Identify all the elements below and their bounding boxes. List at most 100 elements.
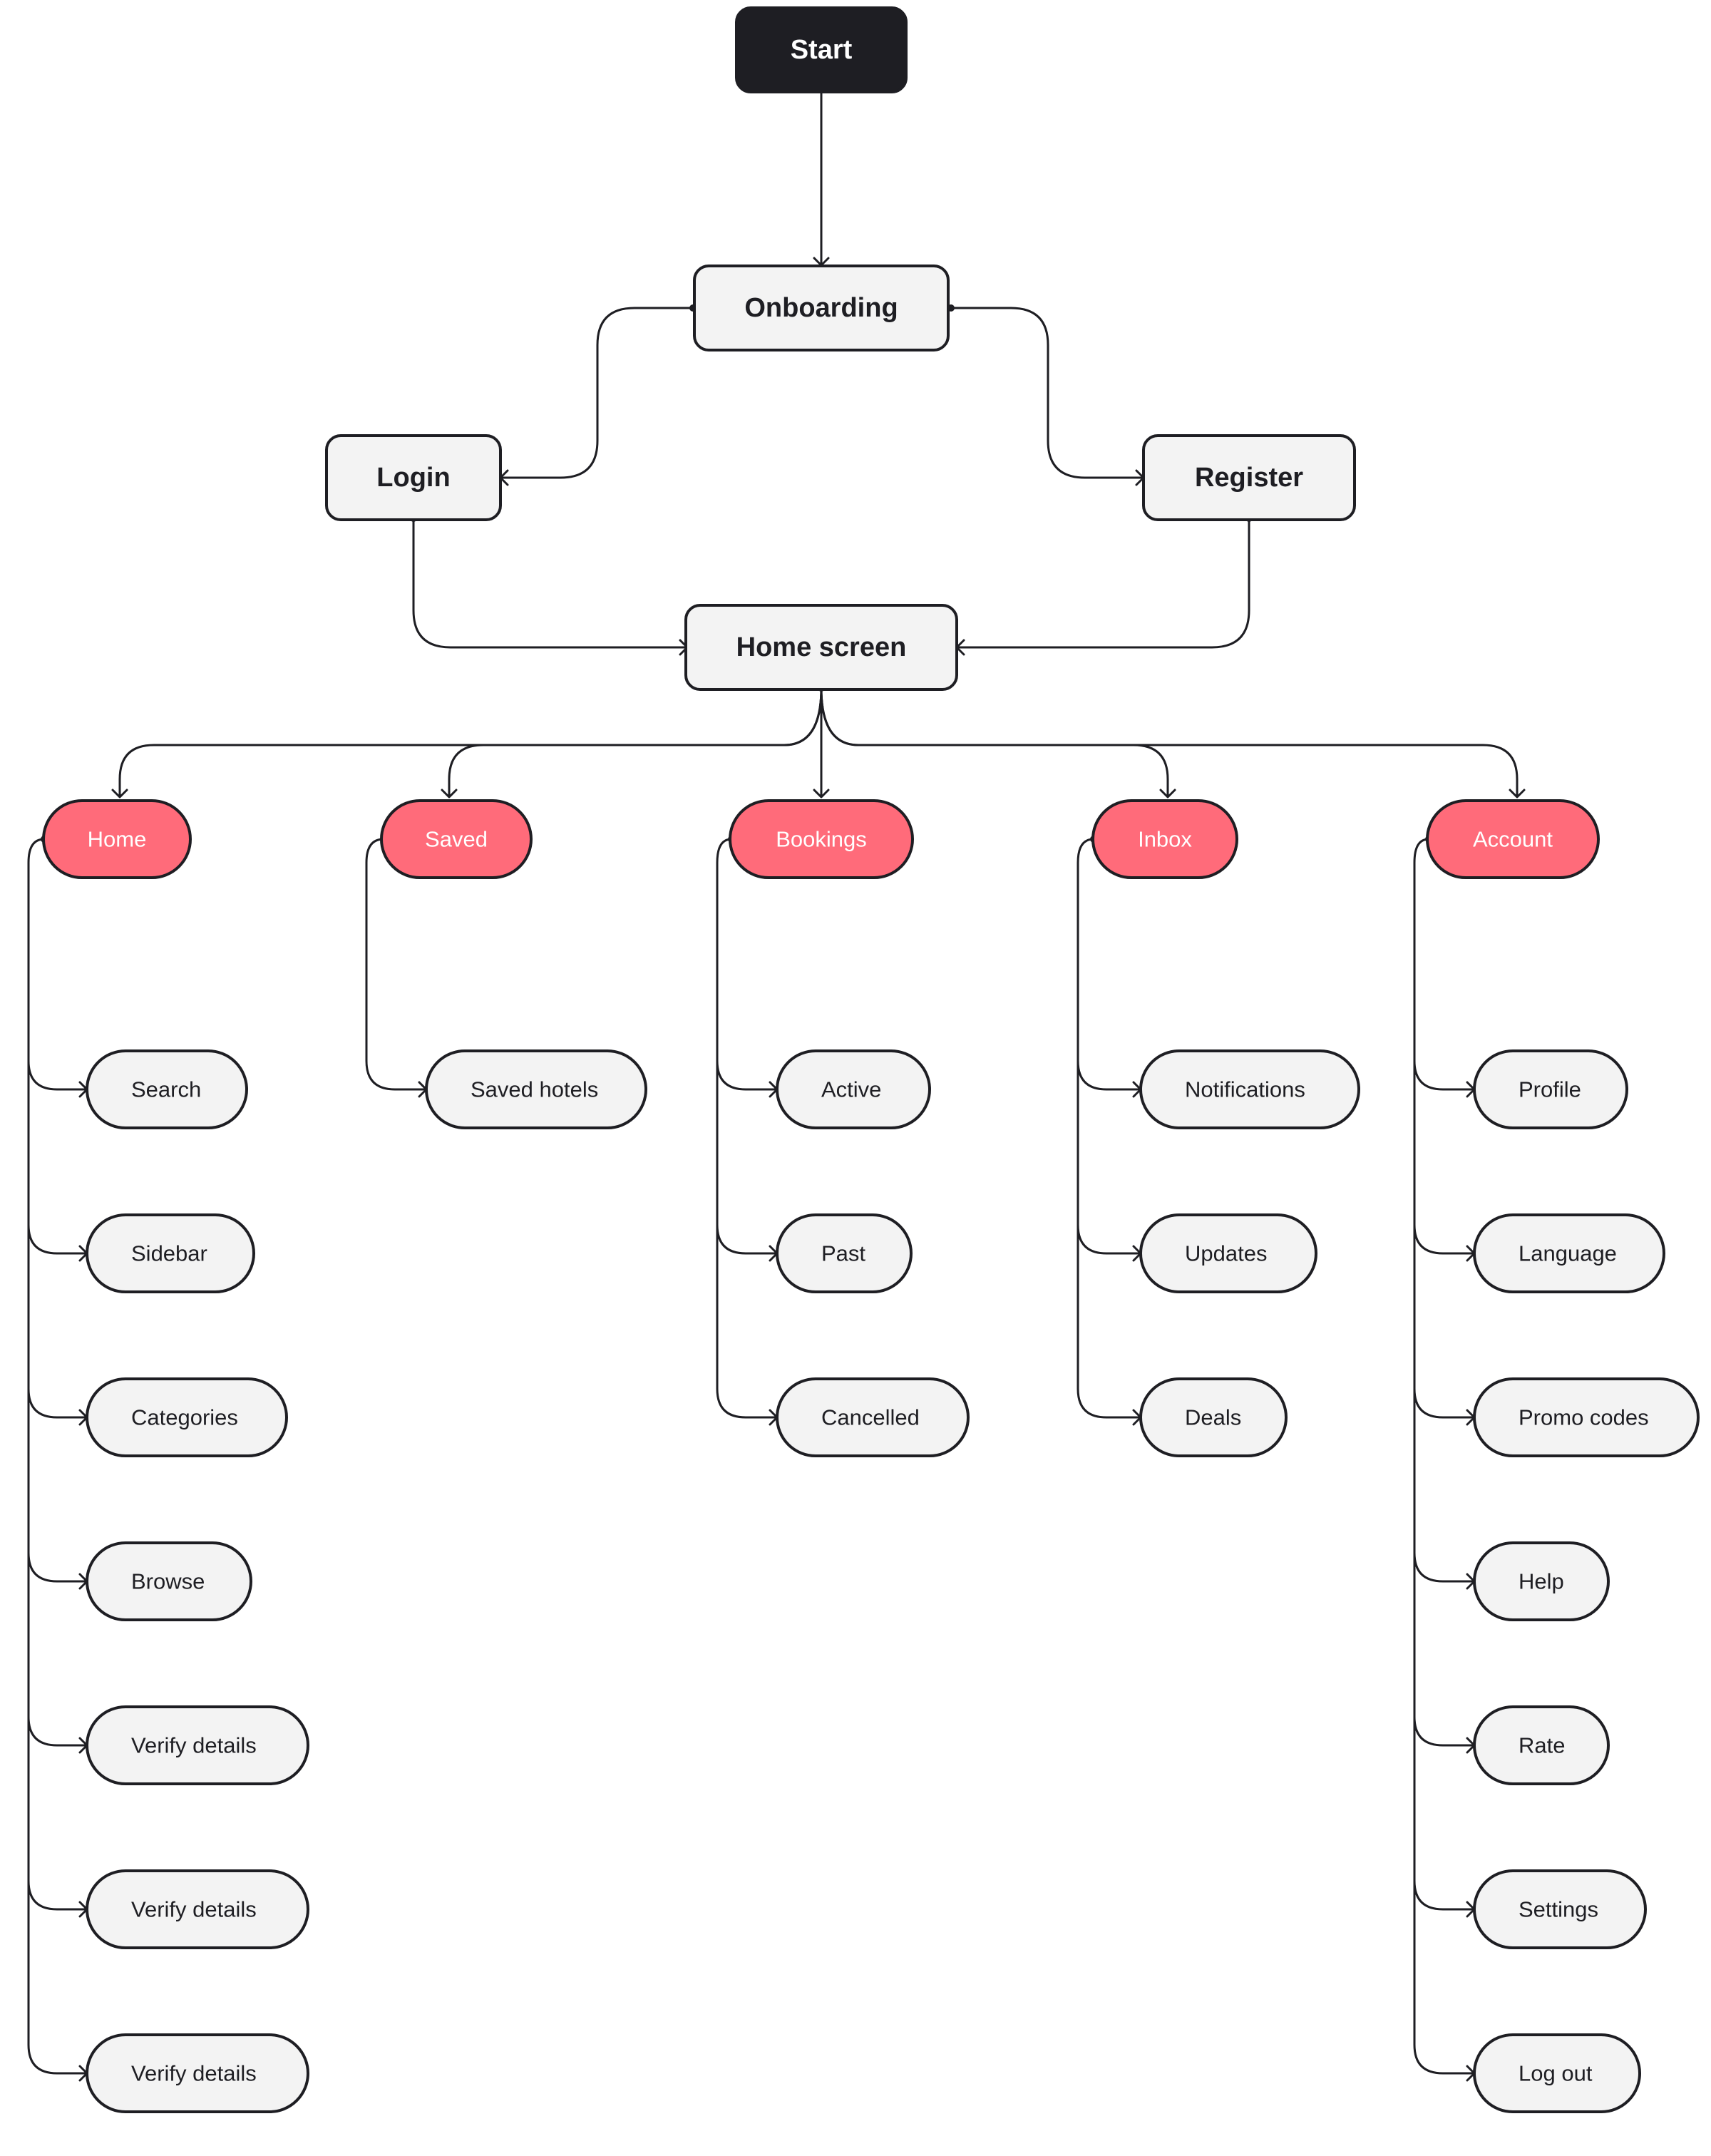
tab-account-item-4[interactable]: Help (1473, 1541, 1610, 1621)
tab-account-item-5[interactable]: Rate (1473, 1705, 1610, 1785)
tab-home-item-2-label: Sidebar (131, 1241, 207, 1266)
edge-tab-0-leaf-6 (27, 2044, 87, 2075)
edge-tab-0-leaf-0 (27, 1060, 87, 1091)
tab-inbox-item-3[interactable]: Deals (1139, 1377, 1288, 1457)
edge-tab-0-leaf-1 (27, 1224, 87, 1255)
arrowhead (111, 789, 128, 799)
onboarding-node[interactable]: Onboarding (693, 265, 950, 351)
edge-tab-2-leaf-2 (716, 1388, 777, 1419)
tab-bookings-item-1-label: Active (821, 1077, 881, 1102)
edge-tab-2-spine (716, 838, 732, 1389)
edge-tab-4-leaf-3 (1413, 1552, 1474, 1583)
tab-home-item-3-label: Categories (131, 1405, 238, 1430)
edge-tab-1-spine (365, 838, 384, 1061)
tab-home-item-1-label: Search (131, 1077, 201, 1102)
tab-account-item-7-shape (1473, 2033, 1641, 2113)
tab-home-item-6[interactable]: Verify details (86, 1869, 309, 1949)
tab-saved[interactable]: Saved (380, 799, 533, 879)
tab-home-item-2[interactable]: Sidebar (86, 1213, 255, 1293)
tab-account-item-5-label: Rate (1519, 1733, 1565, 1758)
tab-bookings[interactable]: Bookings (729, 799, 914, 879)
edge-tab-4-leaf-2 (1413, 1388, 1474, 1419)
tab-account-item-4-shape (1473, 1541, 1610, 1621)
tab-account-item-1-shape (1473, 1049, 1628, 1129)
edge-tab-0-spine (27, 838, 45, 2045)
onboarding-node-shape (693, 265, 950, 351)
tab-account-shape (1426, 799, 1600, 879)
tab-home-item-5[interactable]: Verify details (86, 1705, 309, 1785)
edge-tab-0-leaf-2 (27, 1388, 87, 1419)
tab-home-shape (42, 799, 192, 879)
tab-bookings-shape (729, 799, 914, 879)
tab-bookings-label: Bookings (776, 827, 867, 852)
tab-account-item-1[interactable]: Profile (1473, 1049, 1628, 1129)
tab-inbox-item-1[interactable]: Notifications (1139, 1049, 1360, 1129)
tab-account[interactable]: Account (1426, 799, 1600, 879)
edge-onboarding-register (951, 307, 1144, 479)
tab-inbox-item-3-label: Deals (1185, 1405, 1241, 1430)
tab-inbox-item-3-shape (1139, 1377, 1288, 1457)
register-node-shape (1142, 434, 1356, 521)
tab-bookings-item-2-shape (776, 1213, 913, 1293)
tab-inbox[interactable]: Inbox (1091, 799, 1238, 879)
register-node[interactable]: Register (1142, 434, 1356, 521)
tab-inbox-item-2[interactable]: Updates (1139, 1213, 1317, 1293)
tab-inbox-item-2-shape (1139, 1213, 1317, 1293)
tab-account-item-5-shape (1473, 1705, 1610, 1785)
tab-account-item-2[interactable]: Language (1473, 1213, 1665, 1293)
tab-account-item-7[interactable]: Log out (1473, 2033, 1641, 2113)
tab-saved-item-1-label: Saved hotels (471, 1077, 598, 1102)
edge-tab-0-leaf-5 (27, 1880, 87, 1911)
tab-bookings-item-3[interactable]: Cancelled (776, 1377, 970, 1457)
tab-home-item-1[interactable]: Search (86, 1049, 248, 1129)
tab-home-item-4-label: Browse (131, 1569, 205, 1594)
tab-home-item-7[interactable]: Verify details (86, 2033, 309, 2113)
tab-bookings-item-3-shape (776, 1377, 970, 1457)
home-screen-node-label: Home screen (736, 632, 907, 662)
arrowhead (1159, 789, 1176, 799)
tab-account-label: Account (1473, 827, 1553, 852)
tab-home[interactable]: Home (42, 799, 192, 879)
tab-account-item-3[interactable]: Promo codes (1473, 1377, 1700, 1457)
connectors (27, 93, 1526, 2082)
edge-tab-3-leaf-0 (1077, 1060, 1141, 1091)
start-node[interactable]: Start (735, 6, 908, 93)
edge-home-tab-4 (820, 687, 1519, 797)
tab-home-item-3[interactable]: Categories (86, 1377, 288, 1457)
arrowhead (813, 789, 830, 799)
login-node[interactable]: Login (325, 434, 502, 521)
edge-tab-2-leaf-0 (716, 1060, 777, 1091)
arrowhead (441, 789, 458, 799)
tab-account-item-4-label: Help (1519, 1569, 1564, 1594)
tab-home-item-3-shape (86, 1377, 288, 1457)
edge-tab-2-leaf-1 (716, 1224, 777, 1255)
edge-tab-0-leaf-3 (27, 1552, 87, 1583)
start-node-label: Start (791, 35, 853, 65)
edge-home-tab-0 (118, 687, 823, 797)
tab-account-item-2-label: Language (1519, 1241, 1617, 1266)
tab-home-item-2-shape (86, 1213, 255, 1293)
tab-bookings-item-2[interactable]: Past (776, 1213, 913, 1293)
tab-bookings-item-1[interactable]: Active (776, 1049, 931, 1129)
tab-home-item-4[interactable]: Browse (86, 1541, 252, 1621)
login-node-shape (325, 434, 502, 521)
edge-tab-4-spine (1413, 838, 1429, 2045)
tab-account-item-7-label: Log out (1519, 2061, 1593, 2086)
edge-tab-3-leaf-1 (1077, 1224, 1141, 1255)
tab-home-item-7-shape (86, 2033, 309, 2113)
tab-account-item-6-shape (1473, 1869, 1647, 1949)
arrowhead (1509, 789, 1526, 799)
onboarding-node-label: Onboarding (744, 293, 898, 323)
home-screen-node[interactable]: Home screen (684, 604, 958, 691)
tab-saved-label: Saved (425, 827, 488, 852)
edge-tab-3-leaf-2 (1077, 1388, 1141, 1419)
edge-home-tab-1 (448, 687, 823, 797)
tab-home-item-6-shape (86, 1869, 309, 1949)
tab-saved-item-1[interactable]: Saved hotels (425, 1049, 647, 1129)
tab-account-item-6[interactable]: Settings (1473, 1869, 1647, 1949)
tab-inbox-item-2-label: Updates (1185, 1241, 1267, 1266)
edge-tab-4-leaf-5 (1413, 1880, 1474, 1911)
tab-inbox-shape (1091, 799, 1238, 879)
